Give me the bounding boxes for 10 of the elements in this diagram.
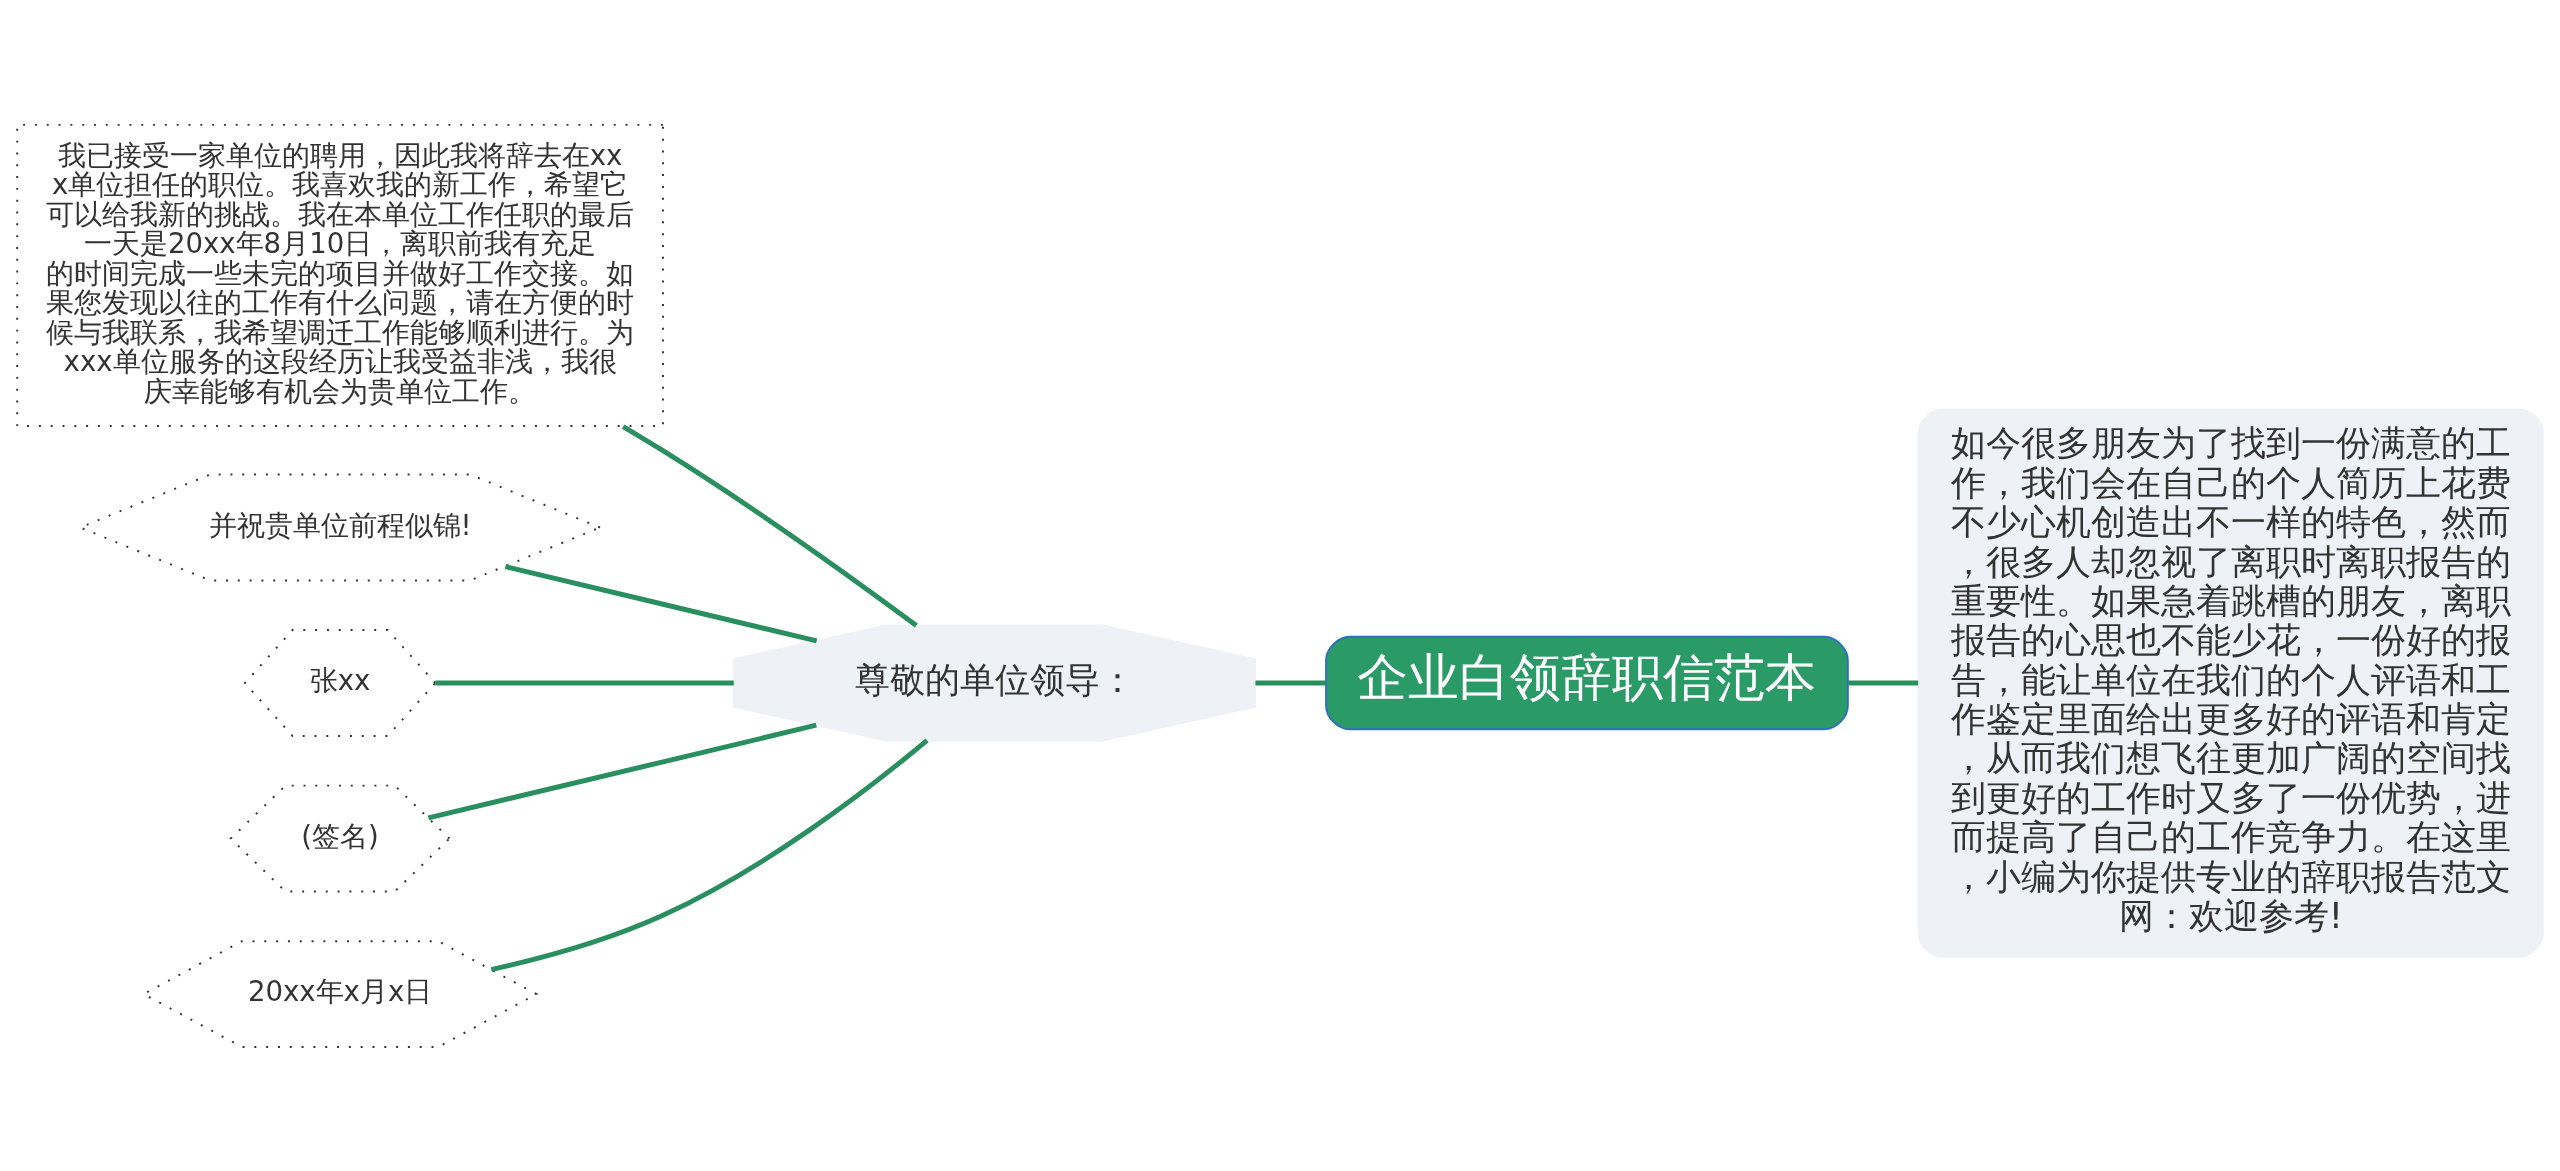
connector xyxy=(504,563,818,643)
connector xyxy=(1848,680,1919,685)
connector xyxy=(1255,680,1327,685)
connector xyxy=(427,722,817,820)
node-box: 企业白领辞职信范本 xyxy=(1325,635,1849,730)
connector xyxy=(490,738,929,972)
connector xyxy=(435,680,734,685)
node-box: 如今很多朋友为了找到一份满意的工作，我们会在自己的个人简历上花费不少心机创造出不一样的特色，然而，很多人却忽视了离职时离职报告的重要性。如果急着跳槽的朋友，离职报告的心思也不能少花，一份好的报告，能让单位在我们的个人评语和工作鉴定里面给出更多好的评语和肯定，从而我们想飞往更加广阔的空间找到更好的工作时又多了一份优势，进而提高了自己的工作竞争力。在这里，小编为你提供专业的辞职报告范文网：欢迎参考! xyxy=(1917,407,2544,958)
node-box: 我已接受一家单位的聘用，因此我将辞去在xxx单位担任的职位。我喜欢我的新工作，希望它可以给我新的挑战。我在本单位工作任职的最后一天是20xx年8月10日，离职前我有充足的时间完成一些未完的项目并做好工作交接。如果您发现以往的工作有什么问题，请在方便的时候与我联系，我希望调迁工作能够顺利进行。为xxx单位服务的这段经历让我受益非浅，我很庆幸能够有机会为贵单位工作。 xyxy=(16,123,664,427)
connector xyxy=(621,423,918,627)
